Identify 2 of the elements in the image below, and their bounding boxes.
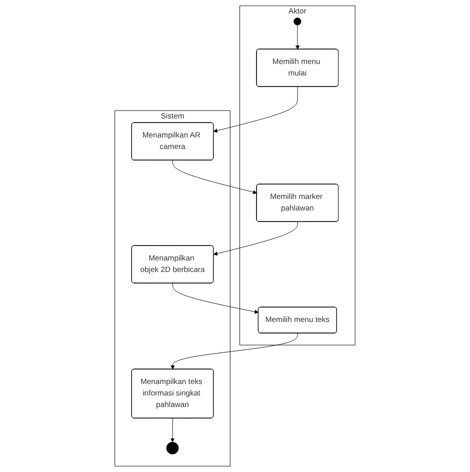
node-circle xyxy=(294,18,302,26)
node-circle xyxy=(166,442,179,454)
